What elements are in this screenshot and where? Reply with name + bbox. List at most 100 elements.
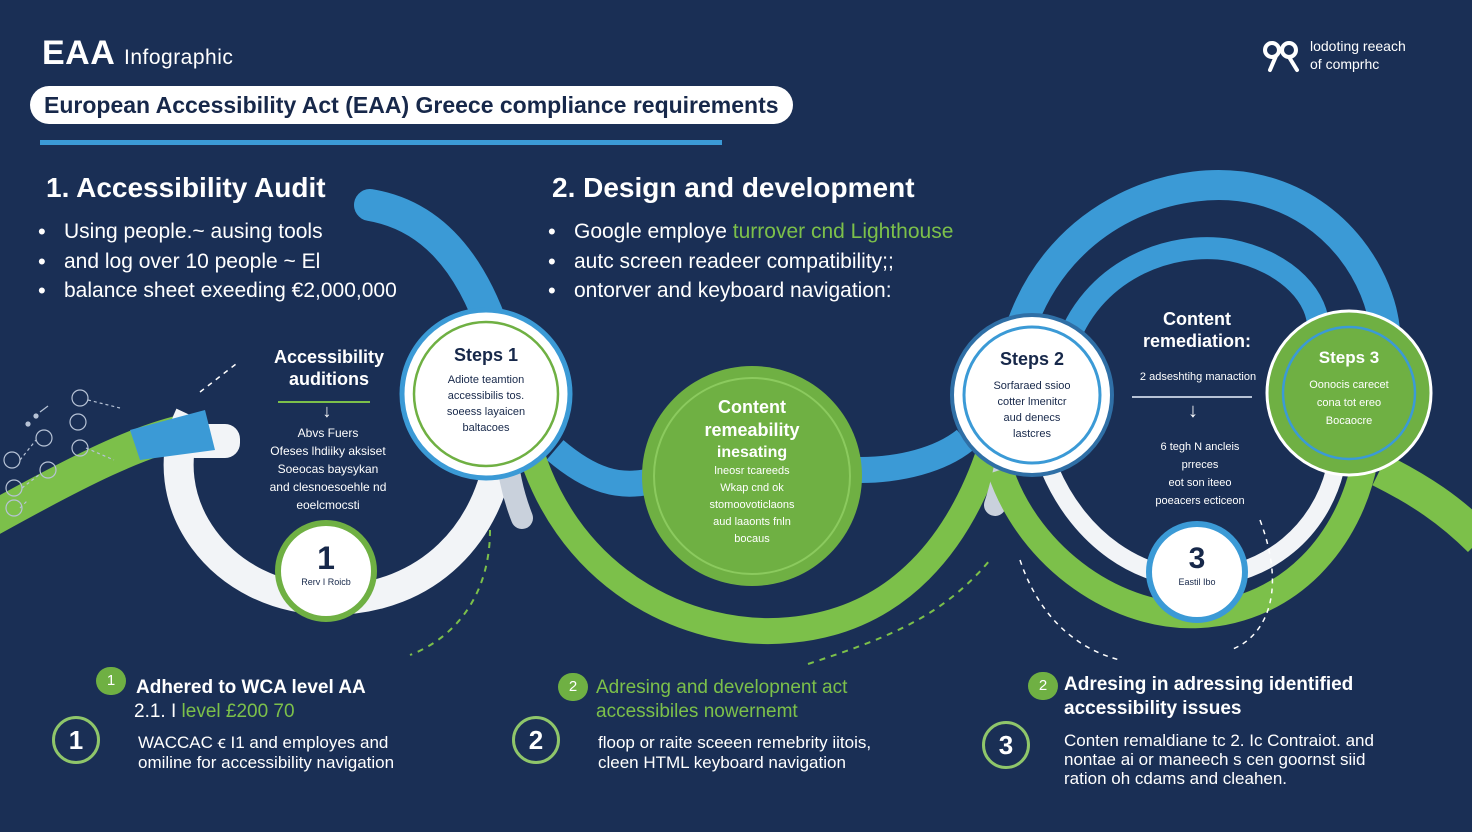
green-arc-center: [512, 427, 1003, 644]
bottom1-badge: 1: [96, 667, 126, 695]
step1-circle-inner: [412, 320, 560, 468]
bottom2-title-line: Adresing and developnent act: [596, 677, 848, 698]
center-title-line: Content: [718, 397, 786, 417]
dashed-connector-left: [199, 363, 237, 393]
right-down-arrow-icon: ↓: [1188, 400, 1198, 422]
right-heading: Content remediation:: [1122, 308, 1272, 352]
step2-circle: [950, 313, 1114, 477]
step1-circle: [399, 307, 573, 481]
bottom3-body-line: nontae ai or maneech s cen goornst siid: [1064, 750, 1366, 769]
num1-circle: [275, 520, 377, 622]
num3-number: 3: [1188, 542, 1206, 575]
green-band-right: [1372, 454, 1472, 553]
network-decoration-icon: [3, 389, 121, 517]
qr-logo-icon: [1263, 41, 1299, 72]
step1-body-line: soeess layaicen: [446, 406, 526, 418]
bottom2-body-line: cleen HTML keyboard navigation: [598, 753, 846, 772]
right-body-line: poeacers ecticeon: [1155, 495, 1245, 507]
step1-body-line: accessibilis tos.: [447, 390, 525, 402]
bottom1-body-line: WACCAC ꞓ I1 and employes and: [138, 733, 389, 752]
num1-text: 1 Rerv I Roicb: [286, 540, 366, 588]
left-heading: Accessibility auditions: [262, 346, 396, 390]
step1-body-line: baltacoes: [462, 422, 510, 434]
bottom3-title-line: accessibility issues: [1064, 698, 1242, 719]
bottom1-body: WACCAC ꞓ I1 and employes and omiline for…: [138, 733, 394, 773]
bottom1-title: Adhered to WCA level AA: [136, 677, 366, 698]
step2-circle-inner: [962, 325, 1102, 465]
section2-bullets: Google employe turrover cnd Lighthouse a…: [548, 219, 953, 309]
bottom2-title-line: accessibiles nowernemt: [596, 701, 798, 722]
right-heading-line: remediation:: [1142, 331, 1252, 351]
step1-body-line: Adiote teamtion: [447, 374, 525, 386]
left-body: Abvs Fuers Ofeses lhdiiky aksiset Soeoca…: [248, 424, 408, 514]
bottom1-subtitle: 2.1. I level £200 70: [134, 700, 295, 724]
logo-caption-line2: of comprhc: [1310, 56, 1380, 72]
center-text: Content remeability inesating lneosr tca…: [672, 396, 832, 548]
blue-arc-center-left: [546, 440, 659, 497]
step3-body-line: Bocaocre: [1325, 415, 1373, 427]
dashed-connector-right: [1019, 559, 1121, 661]
step2-text: Steps 2 Sorfaraed ssioo cotter lmenitcr …: [962, 346, 1102, 442]
right-heading-line: Content: [1163, 309, 1231, 329]
left-body-line: Abvs Fuers: [297, 426, 359, 440]
section2-title: 2. Design and development: [552, 172, 915, 203]
step3-circle: [1265, 309, 1433, 477]
left-heading-line: auditions: [289, 369, 369, 389]
step2-title: Steps 2: [999, 349, 1065, 369]
left-heading-line: Accessibility: [273, 347, 385, 367]
step2-body-line: Sorfaraed ssioo: [993, 380, 1071, 392]
bottom3-badge: 2: [1028, 672, 1058, 700]
left-body-line: Soeocas baysykan: [277, 462, 379, 476]
left-down-arrow-icon: ↓: [322, 401, 332, 421]
right-subheading: 2 adseshtihg manaction: [1139, 371, 1257, 383]
brand-name: EAA: [42, 34, 115, 72]
bottom2-body-line: floop or raite sceeen remebrity iitois,: [598, 733, 872, 752]
bottom2-number: 2: [512, 716, 560, 764]
center-body-line: lneosr tcareeds: [714, 465, 790, 477]
step3-title: Steps 3: [1318, 348, 1380, 367]
step2-body-line: lastcres: [1013, 428, 1051, 440]
bottom2-body: floop or raite sceeen remebrity iitois, …: [598, 733, 871, 773]
left-body-line: and clesnoesoehle nd: [269, 480, 387, 494]
bottom3-body-line: ration oh cdams and cleahen.: [1064, 769, 1288, 788]
left-body-line: Ofeses lhdiiky aksiset: [270, 444, 386, 458]
bottom1-subtitle-prefix: 2.1. I: [134, 701, 182, 722]
bottom1-number: 1: [52, 716, 100, 764]
center-circle-ring: [653, 377, 851, 575]
center-circle: [642, 366, 862, 586]
section1-bullet: and log over 10 people ~ El: [38, 249, 397, 280]
center-title-line: remeability: [704, 420, 800, 440]
step3-text: Steps 3 Oonocis carecet cona tot ereo Bo…: [1284, 346, 1414, 430]
bottom2-title: Adresing and developnent act accessibile…: [596, 676, 847, 724]
right-body-line: eot son iteeo: [1168, 477, 1232, 489]
bottom3-number: 3: [982, 721, 1030, 769]
step1-text: Steps 1 Adiote teamtion accessibilis tos…: [416, 342, 556, 436]
brand-title: EAA Infographic: [42, 34, 233, 73]
right-body-line: 6 tegh N ancleis: [1160, 441, 1240, 453]
num3-label: Eastil Ibo: [1178, 577, 1216, 587]
dashed-connector-right2: [1229, 519, 1274, 651]
blue-arrow-left: [130, 410, 215, 460]
dashed-connector-center: [409, 529, 491, 656]
num1-number: 1: [317, 540, 335, 576]
center-body-line: Wkap cnd ok: [720, 482, 784, 494]
blue-arc-right-outer: [1005, 170, 1400, 335]
center-body-line: bocaus: [734, 533, 770, 545]
bottom1-subtitle-highlight: level £200 70: [181, 701, 295, 722]
logo-caption-line1: lodoting reeach: [1310, 38, 1406, 54]
center-body-line: aud laaonts fnln: [713, 516, 791, 528]
left-body-line: eoelcmocsti: [296, 498, 360, 512]
section2-bullet: Google employe turrover cnd Lighthouse: [548, 219, 953, 250]
blue-arc-center-right: [859, 429, 974, 483]
section1-bullet: balance sheet exeeding €2,000,000: [38, 278, 397, 309]
center-title-line: inesating: [716, 444, 788, 461]
right-body: 6 tegh N ancleis prreces eot son iteeo p…: [1120, 438, 1280, 510]
step2-body-line: cotter lmenitcr: [997, 396, 1067, 408]
num3-circle: [1146, 521, 1248, 623]
step3-body-line: Oonocis carecet: [1309, 379, 1389, 391]
section1-bullets: Using people.~ ausing tools and log over…: [38, 219, 397, 309]
title-underline: [40, 140, 722, 145]
bottom3-title: Adresing in adressing identified accessi…: [1064, 673, 1353, 721]
section2-bullet: autc screen readeer compatibility;;: [548, 249, 953, 280]
